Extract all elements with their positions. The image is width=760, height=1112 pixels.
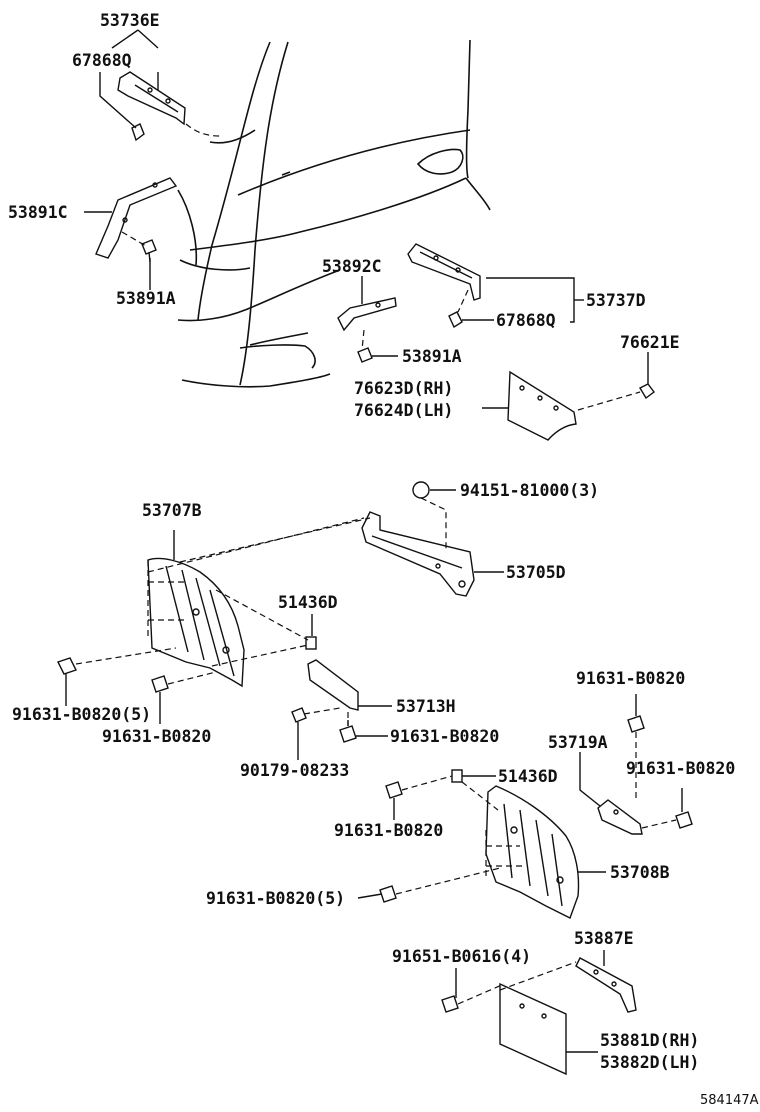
label-91631-5-low: 91631-B0820(5) — [206, 889, 345, 908]
screw-76621E — [639, 383, 655, 400]
bracket-53887E — [575, 957, 637, 1013]
label-91631-5-left: 91631-B0820(5) — [12, 705, 151, 724]
bolt-91631-right-top — [627, 715, 645, 733]
label-53736E: 53736E — [100, 11, 160, 30]
label-67868Q-top: 67868Q — [72, 51, 132, 70]
label-76624D: 76624D(LH) — [354, 401, 453, 420]
bracket-53736E — [117, 71, 186, 126]
bracket-53719A — [597, 799, 643, 835]
bracket-53891C — [95, 177, 178, 259]
clip-51436D-low — [451, 769, 463, 783]
label-53891A-left: 53891A — [116, 289, 176, 308]
mudflap-53881D-53882D — [499, 982, 567, 1076]
bolt-91631-right2 — [675, 811, 693, 829]
bolt-91631-low — [385, 781, 403, 799]
bolt-53891A-left — [141, 239, 157, 263]
label-91631-mid: 91631-B0820 — [390, 727, 499, 746]
label-53892C: 53892C — [322, 257, 382, 276]
bolt-91631-left1 — [57, 657, 77, 675]
label-53882D: 53882D(LH) — [600, 1053, 699, 1072]
label-53708B: 53708B — [610, 863, 670, 882]
screw-91651 — [441, 995, 459, 1013]
label-53719A: 53719A — [548, 733, 608, 752]
label-53707B: 53707B — [142, 501, 202, 520]
label-91631-low: 91631-B0820 — [334, 821, 443, 840]
label-53891C: 53891C — [8, 203, 68, 222]
vehicle-body-outline — [177, 39, 491, 388]
label-53891A-mid: 53891A — [402, 347, 462, 366]
label-91631-right-top: 91631-B0820 — [576, 669, 685, 688]
label-67868Q-right: 67868Q — [496, 311, 556, 330]
label-91631-left2: 91631-B0820 — [102, 727, 211, 746]
label-76623D: 76623D(RH) — [354, 379, 453, 398]
bolt-91631-5-low — [379, 885, 397, 903]
label-51436D-top: 51436D — [278, 593, 338, 612]
label-53705D: 53705D — [506, 563, 566, 582]
bracket-53892C — [337, 297, 397, 332]
clip-67868Q-right — [448, 311, 463, 329]
fender-liner-53707B — [147, 557, 245, 688]
label-53881D: 53881D(RH) — [600, 1031, 699, 1050]
bolt-91631-left2 — [151, 675, 169, 693]
label-53887E: 53887E — [574, 929, 634, 948]
leader-lines — [65, 29, 683, 1053]
part-labels: 53736E 67868Q 53891C 53891A 53892C 53737… — [8, 11, 759, 1108]
nut-90179 — [291, 707, 307, 723]
mudguard-76623D-76624D — [507, 370, 577, 441]
fender-liner-53708B — [485, 785, 580, 919]
label-94151: 94151-81000(3) — [460, 481, 599, 500]
label-53737D: 53737D — [586, 291, 646, 310]
diagram-reference-code: 584147A — [700, 1093, 759, 1108]
bracket-53705D — [361, 511, 475, 597]
clip-51436D-top — [305, 636, 317, 650]
bracket-53713H — [307, 659, 359, 711]
label-51436D-low: 51436D — [498, 767, 558, 786]
label-76621E: 76621E — [620, 333, 680, 352]
bracket-53737D — [407, 243, 481, 301]
washer-94151 — [412, 481, 430, 499]
label-90179: 90179-08233 — [240, 761, 349, 780]
bolt-53891A-mid — [357, 347, 373, 363]
label-91631-right2: 91631-B0820 — [626, 759, 735, 778]
label-53713H: 53713H — [396, 697, 456, 716]
label-91651: 91651-B0616(4) — [392, 947, 531, 966]
